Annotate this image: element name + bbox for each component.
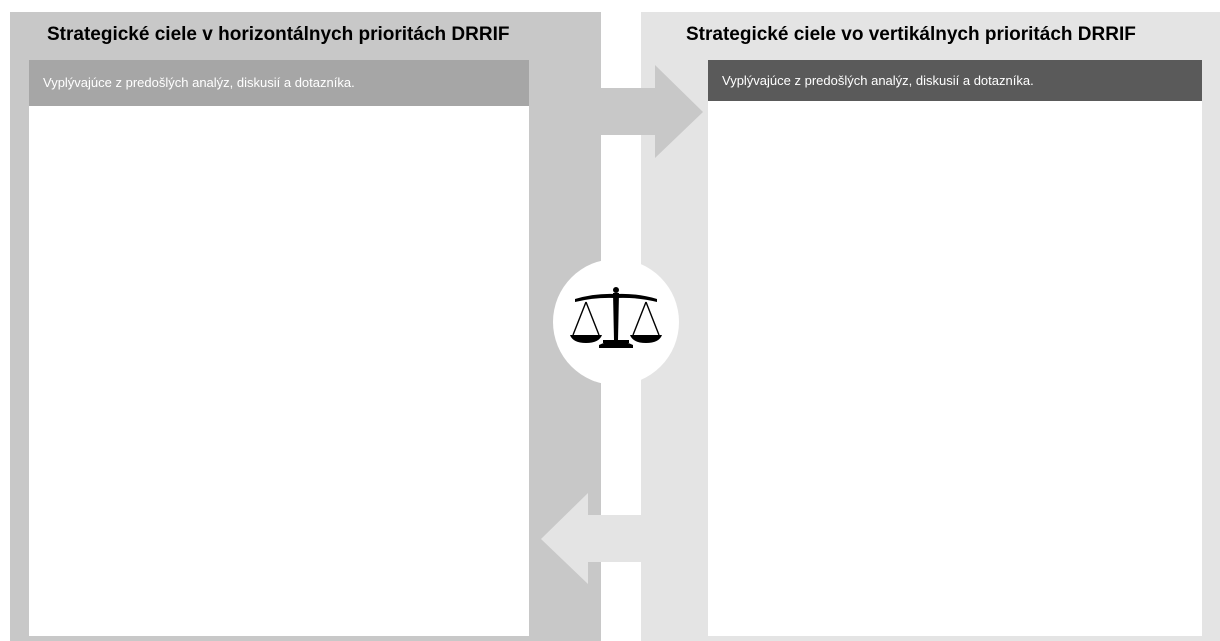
left-content-box: Vyplývajúce z predošlých analýz, diskusi…: [29, 60, 529, 636]
scales-of-justice-icon: [570, 287, 662, 348]
right-box-subtitle: Vyplývajúce z predošlých analýz, diskusi…: [708, 60, 1202, 101]
left-panel-title: Strategické ciele v horizontálnych prior…: [47, 24, 510, 45]
scale-badge: [553, 259, 679, 385]
right-panel: Strategické ciele vo vertikálnych priori…: [641, 12, 1220, 641]
right-content-box: Vyplývajúce z predošlých analýz, diskusi…: [708, 60, 1202, 636]
left-panel: Strategické ciele v horizontálnych prior…: [10, 12, 601, 641]
right-panel-title: Strategické ciele vo vertikálnych priori…: [686, 24, 1136, 45]
left-box-subtitle: Vyplývajúce z predošlých analýz, diskusi…: [29, 60, 529, 106]
